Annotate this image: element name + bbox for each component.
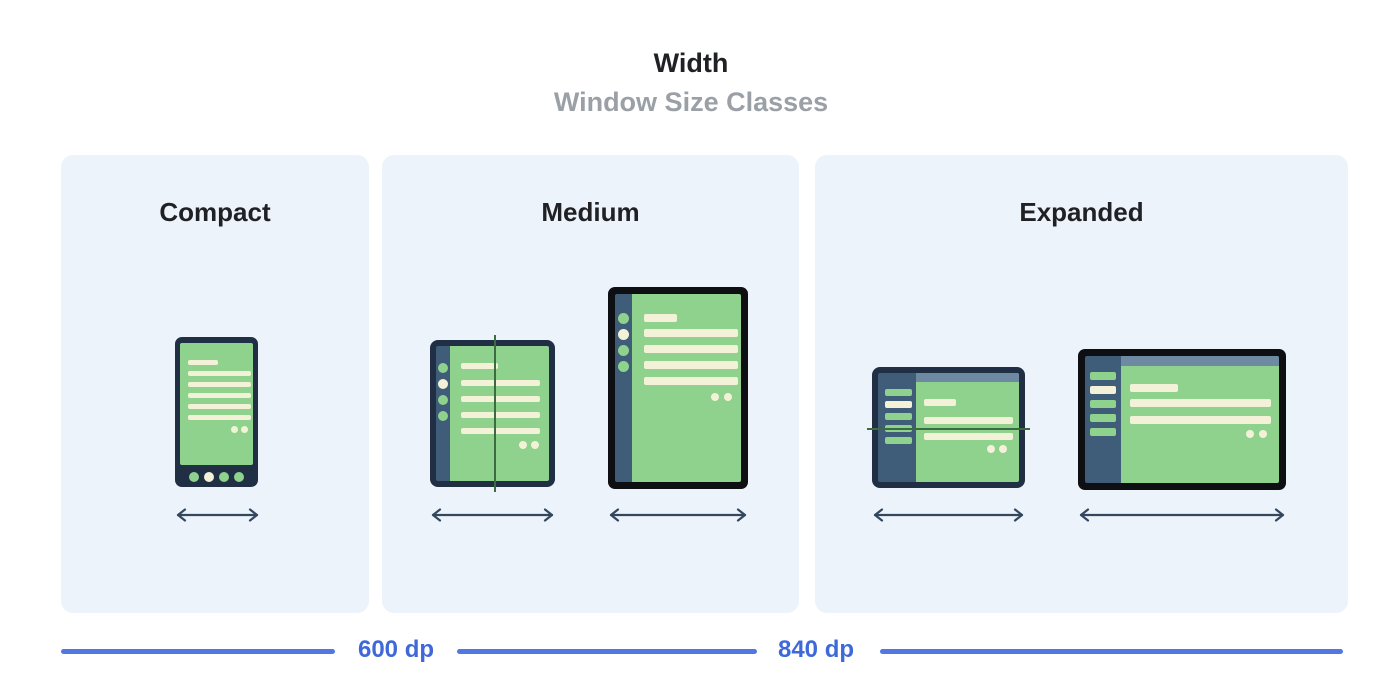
content-line: [188, 393, 251, 398]
content-dots: [188, 426, 248, 433]
nav-dot-icon: [204, 472, 214, 482]
sidebar-item-bar: [1090, 372, 1116, 380]
sidebar: [1085, 356, 1121, 483]
phone-screen: [180, 343, 253, 465]
nav-rail: [436, 346, 450, 481]
rail-dot-icon: [618, 361, 629, 372]
width-arrow-icon: [431, 508, 554, 522]
scale-line-segment: [880, 649, 1343, 654]
content-line: [188, 371, 251, 376]
tablet-portrait-illustration: [608, 287, 748, 489]
content-line: [461, 380, 540, 386]
rail-dot-icon: [438, 379, 448, 389]
content-dots: [1130, 430, 1267, 438]
content-heading-bar: [1130, 384, 1178, 392]
content-line: [644, 377, 738, 385]
desktop-landscape-illustration: [1078, 349, 1286, 490]
foldable-screen: [916, 373, 1019, 482]
panel-expanded: Expanded: [815, 155, 1348, 613]
desktop-screen: [1121, 356, 1279, 483]
content-dots: [461, 441, 539, 449]
diagram-title: Width: [653, 48, 729, 78]
sidebar-item-bar: [1090, 386, 1116, 394]
content-line: [644, 329, 738, 337]
content-area: [1121, 366, 1279, 438]
nav-rail: [615, 294, 632, 482]
content-line: [1130, 399, 1271, 407]
sidebar-item-bar: [1090, 400, 1116, 408]
dot-icon: [519, 441, 527, 449]
content-heading-bar: [924, 399, 956, 406]
foldable-screen: [450, 346, 549, 481]
panel-compact-label: Compact: [159, 197, 271, 227]
width-arrow-icon: [609, 508, 747, 522]
width-arrow-icon: [176, 508, 259, 522]
content-line: [461, 428, 540, 434]
content-line: [461, 412, 540, 418]
content-dots: [644, 393, 732, 401]
content-line: [644, 361, 738, 369]
nav-dot-icon: [219, 472, 229, 482]
content-heading-bar: [644, 314, 677, 322]
scale-line-segment: [457, 649, 757, 654]
content-line: [188, 404, 251, 409]
dot-icon: [1246, 430, 1254, 438]
content-line: [461, 396, 540, 402]
dot-icon: [987, 445, 995, 453]
width-arrow-icon: [1079, 508, 1285, 522]
breakpoint-600dp-label: 600 dp: [357, 636, 435, 663]
content-dots: [924, 445, 1007, 453]
phone-nav-bar: [175, 472, 258, 482]
panel-medium: Medium: [382, 155, 799, 613]
nav-dot-icon: [189, 472, 199, 482]
sidebar-item-bar: [885, 437, 912, 444]
dot-icon: [531, 441, 539, 449]
content-area: [916, 382, 1019, 453]
content-line: [188, 415, 251, 420]
app-top-bar: [916, 373, 1019, 382]
rail-dot-icon: [438, 363, 448, 373]
dot-icon: [231, 426, 238, 433]
rail-dot-icon: [618, 313, 629, 324]
content-line: [188, 382, 251, 387]
content-line: [644, 345, 738, 353]
panel-medium-label: Medium: [541, 197, 640, 227]
rail-dot-icon: [438, 411, 448, 421]
nav-dot-icon: [234, 472, 244, 482]
scale-line-segment: [61, 649, 335, 654]
panel-expanded-label: Expanded: [1019, 197, 1144, 227]
foldable-landscape-illustration: [867, 367, 1030, 488]
dot-icon: [999, 445, 1007, 453]
sidebar-item-bar: [885, 389, 912, 396]
app-top-bar: [1121, 356, 1279, 366]
dot-icon: [711, 393, 719, 401]
rail-dot-icon: [618, 329, 629, 340]
content-heading-bar: [461, 363, 498, 369]
dot-icon: [724, 393, 732, 401]
fold-crease-line: [494, 335, 496, 492]
width-arrow-icon: [873, 508, 1024, 522]
sidebar-item-bar: [885, 401, 912, 408]
breakpoint-840dp-label: 840 dp: [777, 636, 855, 663]
content-line: [924, 433, 1013, 440]
dot-icon: [241, 426, 248, 433]
rail-dot-icon: [618, 345, 629, 356]
diagram-subtitle: Window Size Classes: [553, 87, 829, 117]
content-line: [924, 417, 1013, 424]
sidebar-item-bar: [1090, 428, 1116, 436]
phone-portrait-illustration: [175, 337, 258, 487]
foldable-portrait-illustration: [430, 335, 555, 492]
content-heading-bar: [188, 360, 218, 365]
rail-dot-icon: [438, 395, 448, 405]
tablet-screen: [632, 294, 741, 482]
panel-compact: Compact: [61, 155, 369, 613]
sidebar-item-bar: [885, 413, 912, 420]
dot-icon: [1259, 430, 1267, 438]
sidebar-item-bar: [1090, 414, 1116, 422]
fold-crease-line: [867, 428, 1030, 430]
content-line: [1130, 416, 1271, 424]
